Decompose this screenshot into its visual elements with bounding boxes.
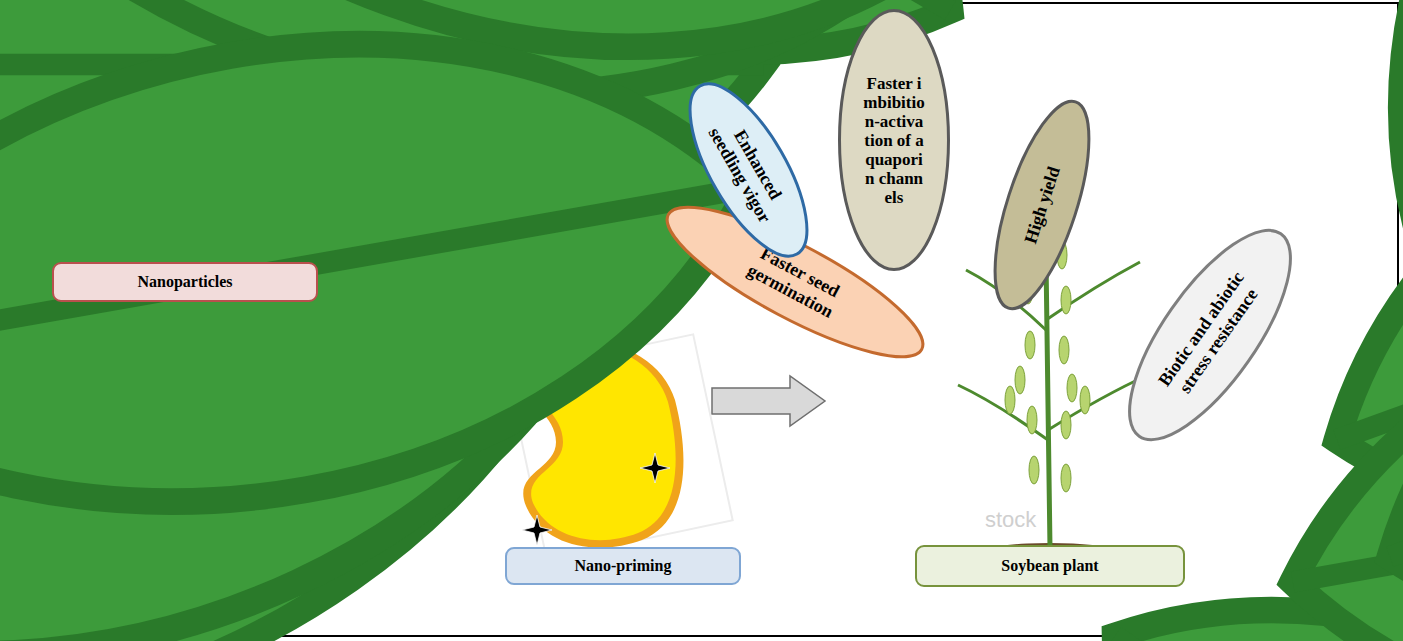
watermark: stock (985, 507, 1036, 533)
benefit-ellipse: Biotic and abiotic stress resistance (1099, 205, 1321, 465)
node-text: Faster imbibition-activation of aquapori… (862, 74, 926, 207)
label-box: Soybean plant (915, 545, 1185, 587)
node-text: Soybean plant (1001, 557, 1098, 575)
label-box: Nano-priming (505, 547, 741, 585)
block-arrow (712, 376, 825, 426)
benefit-ellipse: High yield (974, 89, 1110, 320)
benefit-ellipse: Faster imbibition-activation of aquapori… (838, 9, 950, 271)
node-text: Nanoparticles (137, 273, 232, 291)
label-box: Nanoparticles (52, 262, 318, 302)
node-text: Nano-priming (575, 557, 672, 575)
